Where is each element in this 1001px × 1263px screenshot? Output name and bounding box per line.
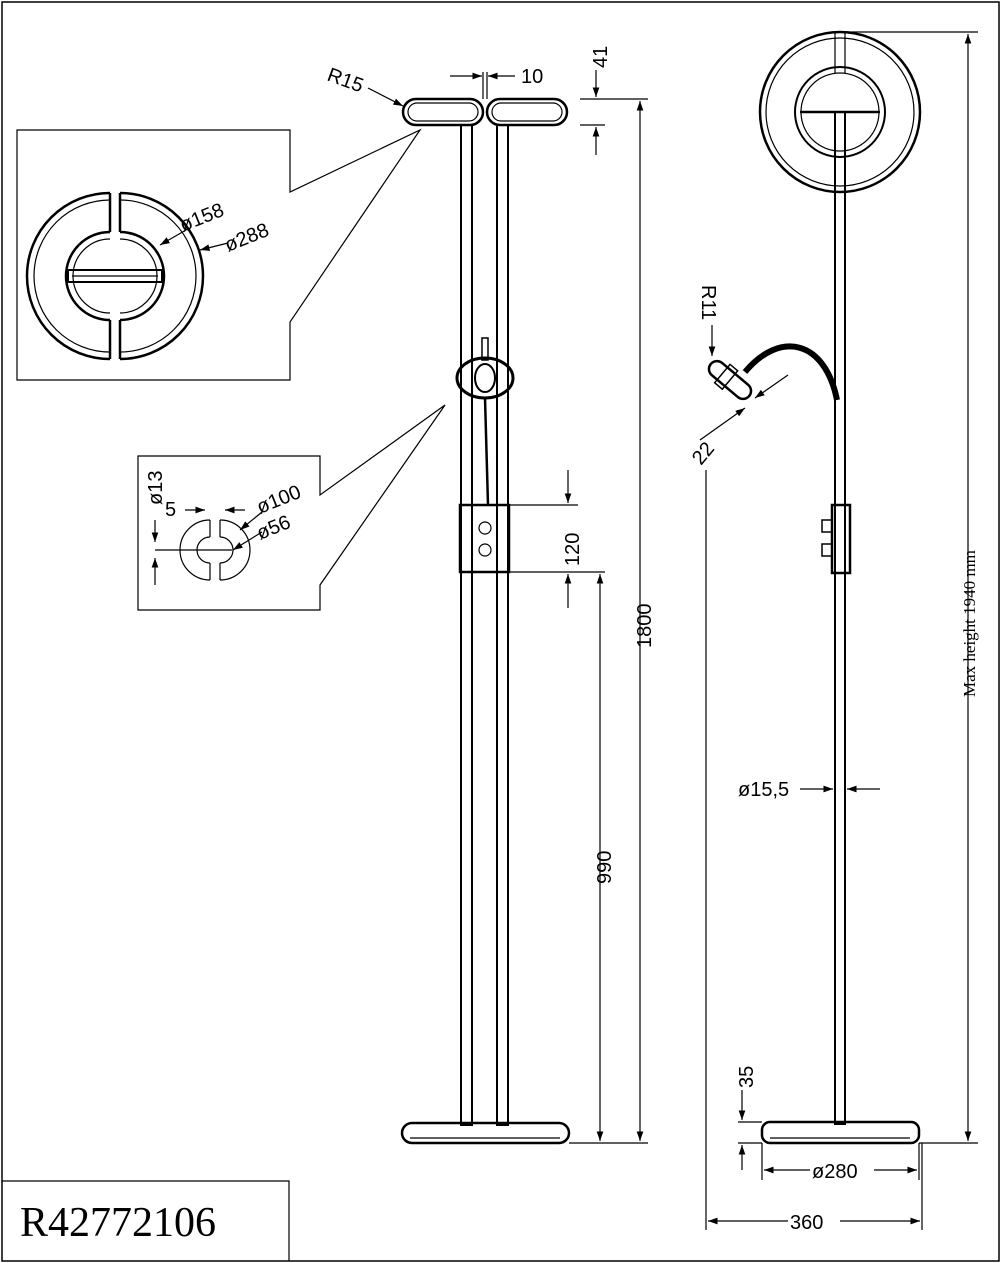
dim-base-width: 360: [790, 1212, 823, 1234]
dim-spot-inner: ø56: [254, 511, 294, 544]
dim-switch-position: 990: [594, 851, 616, 884]
dim-gap: 10: [521, 66, 543, 88]
dim-total-height: 1800: [634, 604, 656, 649]
front-view: 10 R15 41 1800 120 990: [324, 46, 656, 1145]
side-view: R11 22 ø15,5 Max height 1940 mm 35 ø280 …: [688, 30, 979, 1234]
dim-reading-radius: R11: [697, 285, 719, 320]
dim-outer-ring: ø288: [222, 219, 273, 256]
dim-head-radius: R15: [324, 64, 366, 97]
dim-spot-offset: 5: [165, 499, 176, 521]
detail-spot: ø13 5 ø100 ø56: [137, 404, 446, 611]
dim-reading-thickness: 22: [688, 438, 719, 469]
dim-spot-stem: ø13: [145, 471, 167, 505]
dim-max-height: Max height 1940 mm: [960, 550, 979, 697]
dim-pole-diameter: ø15,5: [738, 779, 789, 801]
dim-inner-ring: ø158: [177, 199, 228, 236]
model-code-box: R42772106: [2, 1180, 290, 1261]
model-code: R42772106: [20, 1200, 216, 1246]
dim-switch-height: 120: [562, 533, 584, 566]
detail-head-ring: ø158 ø288: [16, 128, 422, 381]
dim-base-diameter: ø280: [812, 1161, 858, 1183]
dim-base-height: 35: [736, 1066, 758, 1088]
dim-head-thickness: 41: [590, 46, 612, 68]
